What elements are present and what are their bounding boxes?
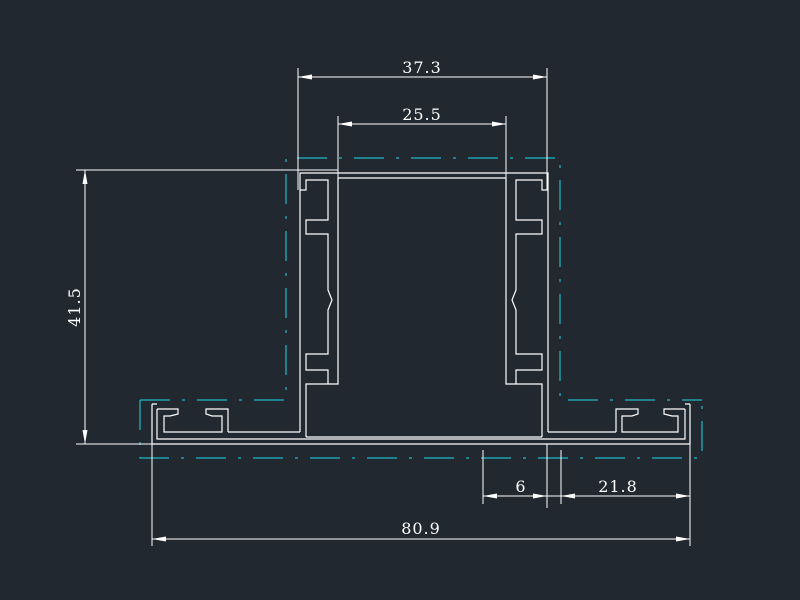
- dim-slot-width: 6: [515, 477, 526, 496]
- dimension-arrows: [82, 74, 690, 542]
- dim-inner-width: 25.5: [402, 105, 442, 124]
- centerline-outline: [139, 157, 703, 459]
- dimension-labels: 37.3 25.5 41.5 6 21.8 80.9: [65, 58, 638, 538]
- dim-top-width: 37.3: [402, 58, 442, 77]
- dim-flange-width: 21.8: [598, 477, 638, 496]
- dim-height: 41.5: [65, 287, 84, 327]
- profile-outline: [151, 172, 691, 445]
- dimension-lines: [76, 68, 691, 546]
- dim-total-width: 80.9: [401, 519, 441, 538]
